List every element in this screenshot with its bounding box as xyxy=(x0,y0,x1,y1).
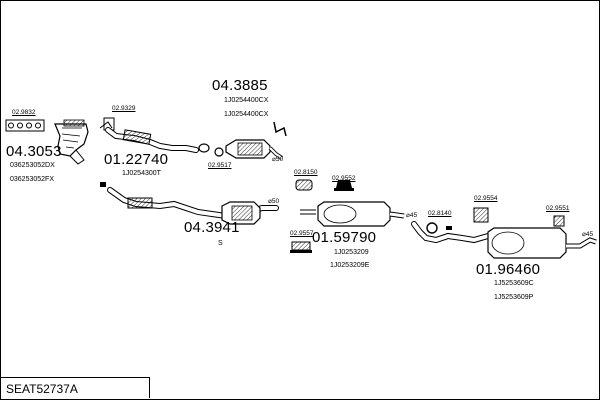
rubber-mount-3 xyxy=(290,241,312,253)
rubber-mount-1-ref: 02.8150 xyxy=(294,169,318,176)
diameter-label-4: ⌀45 xyxy=(582,231,594,238)
front-pipe-part-number: 01.22740 xyxy=(104,151,169,168)
diameter-label-2: ⌀50 xyxy=(268,198,280,205)
catalyst-part-number: 04.3885 xyxy=(212,77,268,94)
flange-gasket xyxy=(198,143,224,157)
flange-gasket-ref: 02.9517 xyxy=(208,162,232,169)
exhaust-manifold xyxy=(54,119,89,165)
clamp-rear-ref: 02.8140 xyxy=(428,210,452,217)
front-clamp-ref: 02.9329 xyxy=(112,105,136,112)
rear-silencer-oem-2: 1J5253609P xyxy=(494,294,534,301)
footer-box: SEAT52737A xyxy=(0,377,150,398)
manifold-oem-1: 036253052DX xyxy=(10,162,55,169)
front-pipe xyxy=(99,117,199,153)
rear-silencer-oem-1: 1J5253609C xyxy=(494,280,534,287)
rubber-mount-3-ref: 02.9557 xyxy=(290,230,314,237)
cat-pipe-oem-s: S xyxy=(218,240,223,247)
rubber-mount-5-ref: 02.9551 xyxy=(546,205,570,212)
model-code: SEAT52737A xyxy=(6,382,78,396)
rear-silencer-part-number: 01.96460 xyxy=(476,261,541,278)
rear-pipe xyxy=(411,221,491,244)
diameter-label-1: ⌀50 xyxy=(272,156,284,163)
mid-silencer-oem-2: 1J0253209E xyxy=(330,262,370,269)
manifold-gasket-row xyxy=(5,119,45,132)
rubber-mount-2 xyxy=(334,180,354,191)
rubber-mount-5 xyxy=(553,215,565,227)
gasket-row-ref: 02.9832 xyxy=(12,109,36,116)
diameter-label-3: ⌀45 xyxy=(406,212,418,219)
catalytic-converter xyxy=(225,121,287,160)
front-pipe-oem-1: 1J0254300T xyxy=(122,170,161,177)
mid-silencer-part-number: 01.59790 xyxy=(312,229,377,246)
rubber-mount-4 xyxy=(473,207,489,223)
rubber-mount-4-ref: 02.9554 xyxy=(474,195,498,202)
middle-silencer xyxy=(300,201,405,227)
manifold-oem-2: 036253052FX xyxy=(10,176,54,183)
rubber-mount-1 xyxy=(295,179,313,191)
mid-silencer-oem-1: 1J0253209 xyxy=(334,249,369,256)
rear-silencer xyxy=(487,227,597,259)
cat-pipe-part-number: 04.3941 xyxy=(184,219,240,236)
manifold-part-number: 04.3053 xyxy=(6,143,62,160)
catalyst-oem-1: 1J0254400CX xyxy=(224,97,269,104)
catalyst-oem-2: 1J0254400CX xyxy=(224,111,269,118)
rubber-mount-2-ref: 02.9552 xyxy=(332,175,356,182)
catalyst-pipe xyxy=(100,182,279,225)
